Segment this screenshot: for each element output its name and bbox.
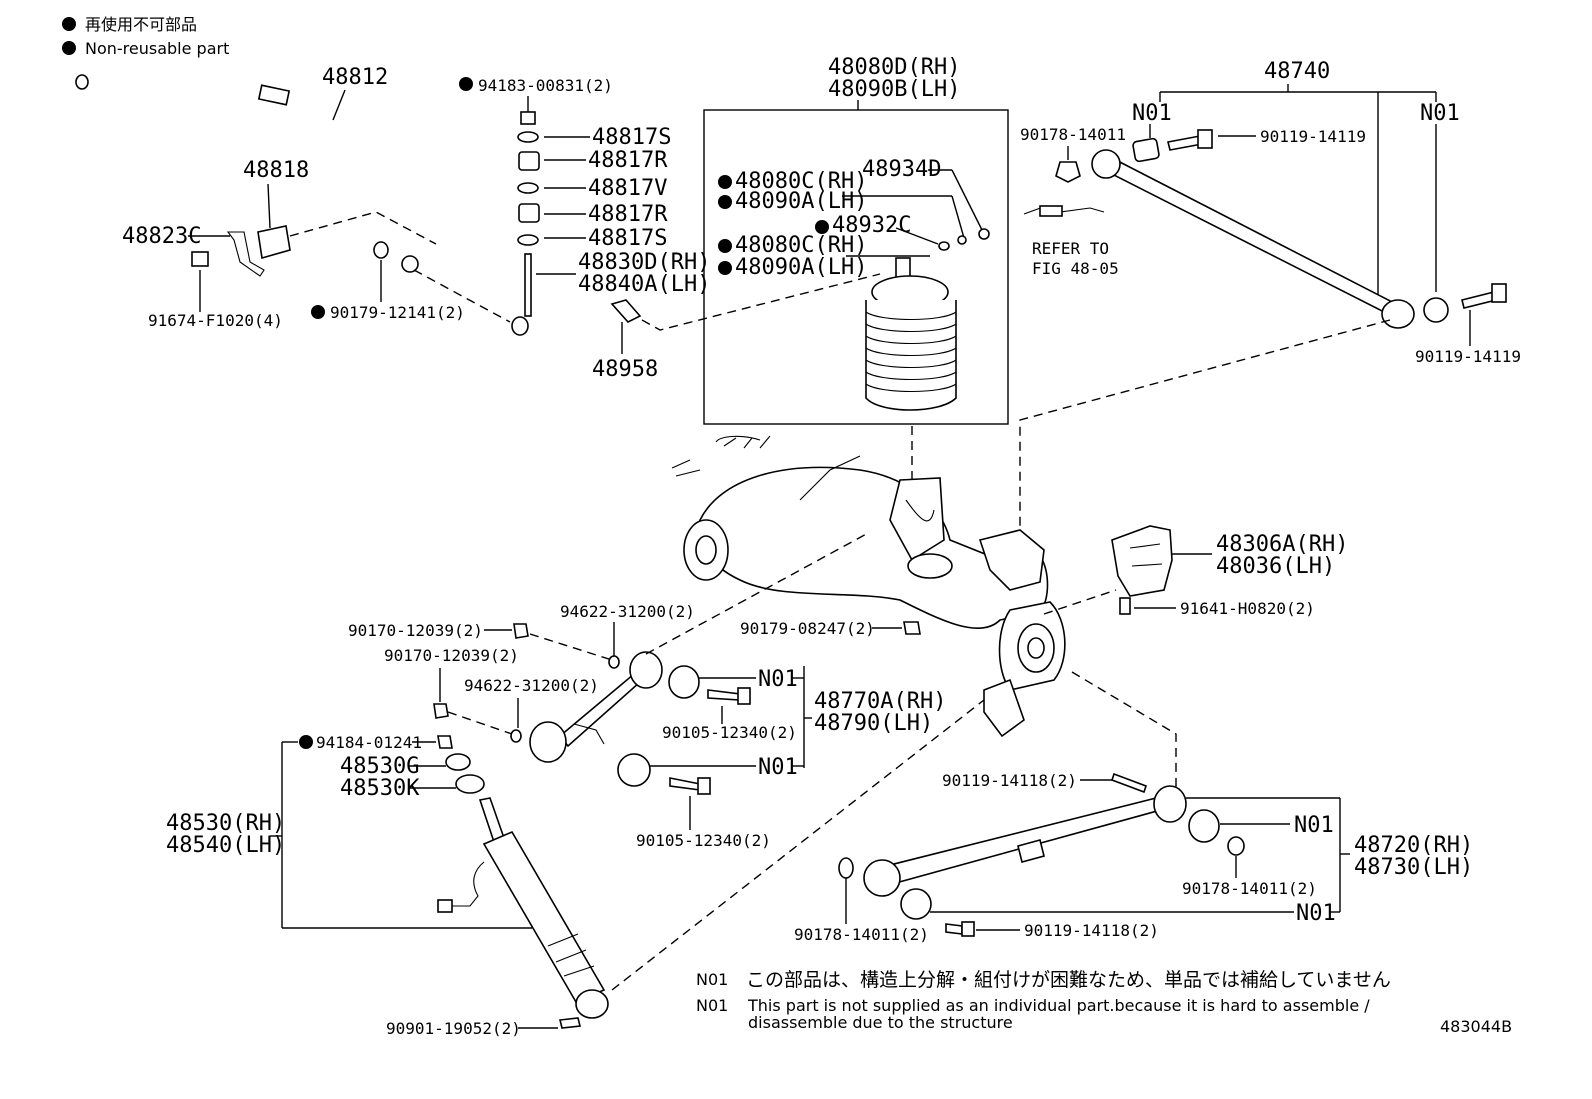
label-48770A: 48770A(RH) [814,689,946,714]
legend: 再使用不可部品 Non-reusable part [62,15,229,58]
label-48090A-upper: 48090A(LH) [735,189,867,214]
lateral-rod-drawing [1091,149,1507,329]
legend-jp: 再使用不可部品 [85,15,197,34]
label-48530G: 48530G [340,754,419,779]
label-90901-19052: 90901-19052(2) [386,1019,521,1038]
label-90179-08247: 90179-08247(2) [740,619,875,638]
label-48540: 48540(LH) [166,833,285,858]
label-90105-12340-top: 90105-12340(2) [662,723,797,742]
label-48817V: 48817V [588,176,667,201]
label-n01-48740-left: N01 [1132,101,1172,126]
label-90119-14118-bottom: 90119-14118(2) [1024,921,1159,940]
label-90178-14011-right: 90178-14011(2) [1182,879,1317,898]
label-n01-48770A-top: N01 [758,667,798,692]
label-48840A: 48840A(LH) [578,272,710,297]
non-reusable-bullet-icon [459,77,473,91]
label-90119-14118-top: 90119-14118(2) [942,771,1077,790]
label-91641-H0820: 91641-H0820(2) [1180,599,1315,618]
label-48720: 48720(RH) [1354,833,1473,858]
non-reusable-bullet-icon [311,305,325,319]
label-48817R-bottom: 48817R [588,202,668,227]
label-48530K: 48530K [340,776,420,801]
label-48817R-top: 48817R [588,148,668,173]
label-90179-12141: 90179-12141(2) [330,303,465,322]
footnote-n01-label-en: N01 [696,996,728,1015]
non-reusable-bullet-icon [718,195,732,209]
label-90170-12039-b: 90170-12039(2) [384,646,519,665]
air-spring-box [703,109,1009,425]
shock-absorber-drawing [437,753,609,1029]
label-48817S-bottom: 48817S [588,226,667,251]
label-48817S-top: 48817S [592,125,671,150]
stabilizer-bar-drawing [75,73,502,273]
non-reusable-bullet-icon [62,41,76,55]
stabilizer-bracket-drawing [191,225,291,277]
label-48790: 48790(LH) [814,711,933,736]
non-reusable-bullet-icon [718,175,732,189]
label-48812: 48812 [322,65,388,90]
label-90119-14119-top: 90119-14119 [1260,127,1366,146]
label-90170-12039-a: 90170-12039(2) [348,621,483,640]
label-91674-F1020: 91674-F1020(4) [148,311,283,330]
lower-control-arm-drawing [838,772,1245,937]
label-n01-48720-top: N01 [1294,813,1334,838]
label-fig-48-05: FIG 48-05 [1032,259,1119,278]
label-48932C: 48932C [832,213,911,238]
label-n01-48740-right: N01 [1420,101,1460,126]
non-reusable-bullet-icon [815,220,829,234]
footnote-jp: この部品は、構造上分解・組付けが困難なため、単品では補給していません [746,969,1391,991]
label-48740: 48740 [1264,59,1330,84]
non-reusable-bullet-icon [62,17,76,31]
label-n01-48720-bottom: N01 [1296,901,1336,926]
label-48080C-upper: 48080C(RH) [735,169,867,194]
label-48306A: 48306A(RH) [1216,532,1348,557]
label-48818: 48818 [243,158,309,183]
label-90105-12340-bottom: 90105-12340(2) [636,831,771,850]
label-90178-14011-top: 90178-14011 [1020,125,1126,144]
label-94183-00831: 94183-00831(2) [478,76,613,95]
label-48830D: 48830D(RH) [578,250,710,275]
label-94184-01241: 94184-01241 [316,733,422,752]
label-48036: 48036(LH) [1216,554,1335,579]
footnote-en-line1: This part is not supplied as an individu… [747,996,1370,1015]
figure-id: 483044B [1440,1017,1512,1036]
label-48090A-lower: 48090A(LH) [735,255,867,280]
label-48958: 48958 [592,357,658,382]
label-48080C-lower: 48080C(RH) [735,233,867,258]
legend-en: Non-reusable part [85,39,229,58]
footnote: N01 この部品は、構造上分解・組付けが困難なため、単品では補給していません N… [696,969,1391,1032]
bracket-48306A-drawing [1111,525,1173,615]
label-n01-48770A-bottom: N01 [758,755,798,780]
upper-control-arm-drawing [529,651,751,795]
non-reusable-bullet-icon [299,735,313,749]
non-reusable-bullet-icon [718,239,732,253]
non-reusable-bullet-icon [718,261,732,275]
clip-48958-drawing [610,299,642,323]
label-refer-to: REFER TO [1032,239,1109,258]
label-48080D: 48080D(RH) [828,55,960,80]
axle-housing-drawing [671,435,1066,738]
footnote-n01-label-jp: N01 [696,970,728,989]
footnote-en-line2: disassemble due to the structure [748,1013,1013,1032]
label-94622-31200-bottom: 94622-31200(2) [464,676,599,695]
label-48730: 48730(LH) [1354,855,1473,880]
stabilizer-link-stack: 94183-00831(2) [459,76,613,336]
label-94622-31200-top: 94622-31200(2) [560,602,695,621]
label-90119-14119-bottom: 90119-14119 [1415,347,1521,366]
label-48530: 48530(RH) [166,811,285,836]
label-90178-14011-left: 90178-14011(2) [794,925,929,944]
label-48090B: 48090B(LH) [828,77,960,102]
air-spring-drawing [865,228,990,411]
